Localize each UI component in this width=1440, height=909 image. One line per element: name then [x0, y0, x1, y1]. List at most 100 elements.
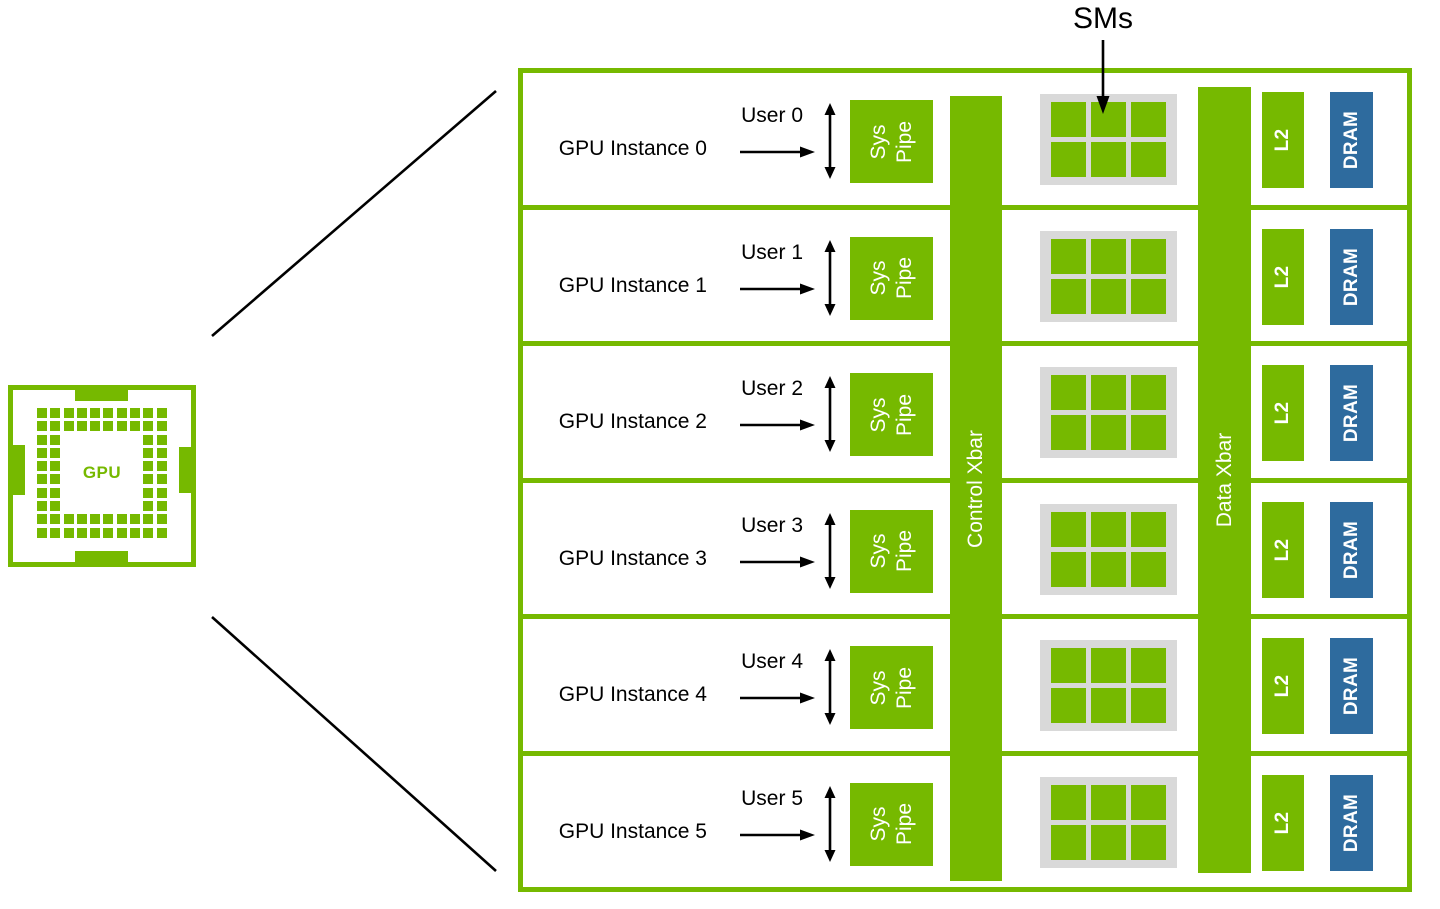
chip-die-cell — [116, 514, 127, 525]
dram-label: DRAM — [1340, 110, 1362, 170]
sm-cell — [1091, 238, 1126, 274]
data-xbar-label: Data Xbar — [1212, 432, 1236, 528]
chip-die-cell — [37, 447, 47, 458]
l2-label: L2 — [1272, 538, 1293, 561]
chip-die-cell — [90, 408, 101, 418]
l2-label: L2 — [1272, 811, 1293, 834]
chip-tab-right — [179, 447, 191, 493]
chip-die-cell — [143, 421, 154, 432]
sm-cell — [1131, 102, 1166, 137]
chip-die-cell — [143, 501, 154, 512]
chip-die-cell — [76, 408, 87, 418]
chip-die-cell — [143, 447, 154, 458]
chip-die-cell — [50, 501, 61, 512]
sm-grid — [1040, 230, 1177, 322]
sys-pipe-block: Sys Pipe — [850, 100, 933, 183]
sys-pipe-label: Sys Pipe — [866, 802, 916, 846]
chip-die-cell — [156, 527, 167, 538]
chip-die-cell — [76, 421, 87, 432]
sm-grid — [1040, 776, 1177, 868]
right-arrow-icon — [740, 419, 815, 431]
chip-die-cell — [103, 408, 114, 418]
user-label: User 1 — [741, 240, 803, 264]
user-label: User 3 — [741, 513, 803, 537]
sm-cell — [1091, 648, 1126, 683]
up-down-arrow-icon — [824, 239, 836, 316]
instance-label: GPU Instance 4 — [558, 683, 707, 706]
chip-die-cell — [143, 487, 154, 498]
chip-die-cell — [37, 421, 47, 432]
sm-cell — [1051, 784, 1086, 820]
chip-die-cell — [156, 408, 167, 418]
up-down-arrow-icon — [824, 103, 836, 179]
chip-die-cell — [50, 527, 61, 538]
sm-cell — [1051, 238, 1086, 274]
sm-cell — [1131, 784, 1166, 820]
l2-block: L2 — [1262, 774, 1304, 871]
sys-pipe-block: Sys Pipe — [850, 782, 933, 866]
gpu-chip-die-grid — [37, 408, 167, 538]
sm-cell — [1091, 375, 1126, 410]
chip-die-cell — [156, 474, 167, 485]
up-down-arrow-icon — [824, 376, 836, 452]
chip-die-cell — [156, 461, 167, 472]
chip-die-cell — [130, 408, 141, 418]
chip-die-cell — [50, 408, 61, 418]
sm-grid — [1040, 640, 1177, 731]
chip-die-cell — [156, 447, 167, 458]
chip-die-cell — [63, 421, 74, 432]
dram-block: DRAM — [1330, 365, 1373, 461]
sm-cell — [1131, 648, 1166, 683]
up-down-arrow-icon — [824, 785, 836, 862]
chip-die-cell — [37, 408, 47, 418]
dram-block: DRAM — [1330, 501, 1373, 598]
sm-cell — [1131, 551, 1166, 587]
chip-die-cell — [156, 514, 167, 525]
control-xbar-label: Control Xbar — [964, 429, 987, 548]
l2-block: L2 — [1262, 638, 1304, 734]
right-arrow-icon — [740, 692, 815, 704]
sm-cell — [1131, 415, 1166, 450]
chip-die-cell — [37, 514, 47, 525]
instance-label: GPU Instance 5 — [558, 819, 707, 843]
sm-cell — [1131, 375, 1166, 410]
l2-block: L2 — [1262, 365, 1304, 461]
chip-die-cell — [143, 408, 154, 418]
chip-die-cell — [76, 527, 87, 538]
sm-cell — [1051, 511, 1086, 547]
chip-tab-left — [13, 445, 25, 495]
up-down-arrow-icon — [824, 512, 836, 589]
sm-grid — [1040, 367, 1177, 458]
sys-pipe-label: Sys Pipe — [866, 529, 916, 573]
sys-pipe-block: Sys Pipe — [850, 509, 933, 593]
user-label: User 4 — [741, 650, 803, 673]
sm-cell — [1051, 102, 1086, 137]
sys-pipe-label: Sys Pipe — [866, 120, 916, 163]
sys-pipe-label: Sys Pipe — [866, 393, 916, 436]
chip-die-cell — [143, 514, 154, 525]
chip-die-cell — [50, 461, 61, 472]
gpu-instance-row-2: User 2 GPU Instance 2 Sys Pipe L2 DRAM — [523, 341, 1407, 478]
data-xbar-block: Data Xbar — [1198, 87, 1251, 873]
sm-cell — [1051, 278, 1086, 314]
dram-block: DRAM — [1330, 638, 1373, 734]
chip-die-cell — [143, 461, 154, 472]
chip-die-cell — [116, 527, 127, 538]
chip-die-cell — [156, 501, 167, 512]
chip-die-cell — [50, 514, 61, 525]
chip-die-cell — [156, 434, 167, 445]
dram-block: DRAM — [1330, 228, 1373, 325]
user-label: User 0 — [741, 104, 803, 127]
right-arrow-icon — [740, 146, 815, 158]
chip-die-cell — [37, 501, 47, 512]
user-label: User 5 — [741, 786, 803, 810]
right-arrow-icon — [740, 829, 815, 840]
dram-label: DRAM — [1340, 383, 1362, 443]
l2-label: L2 — [1272, 401, 1293, 425]
sm-cell — [1091, 415, 1126, 450]
dram-label: DRAM — [1340, 793, 1362, 852]
connector-line-lower — [211, 616, 497, 872]
sys-pipe-block: Sys Pipe — [850, 236, 933, 320]
sm-cell — [1051, 688, 1086, 723]
